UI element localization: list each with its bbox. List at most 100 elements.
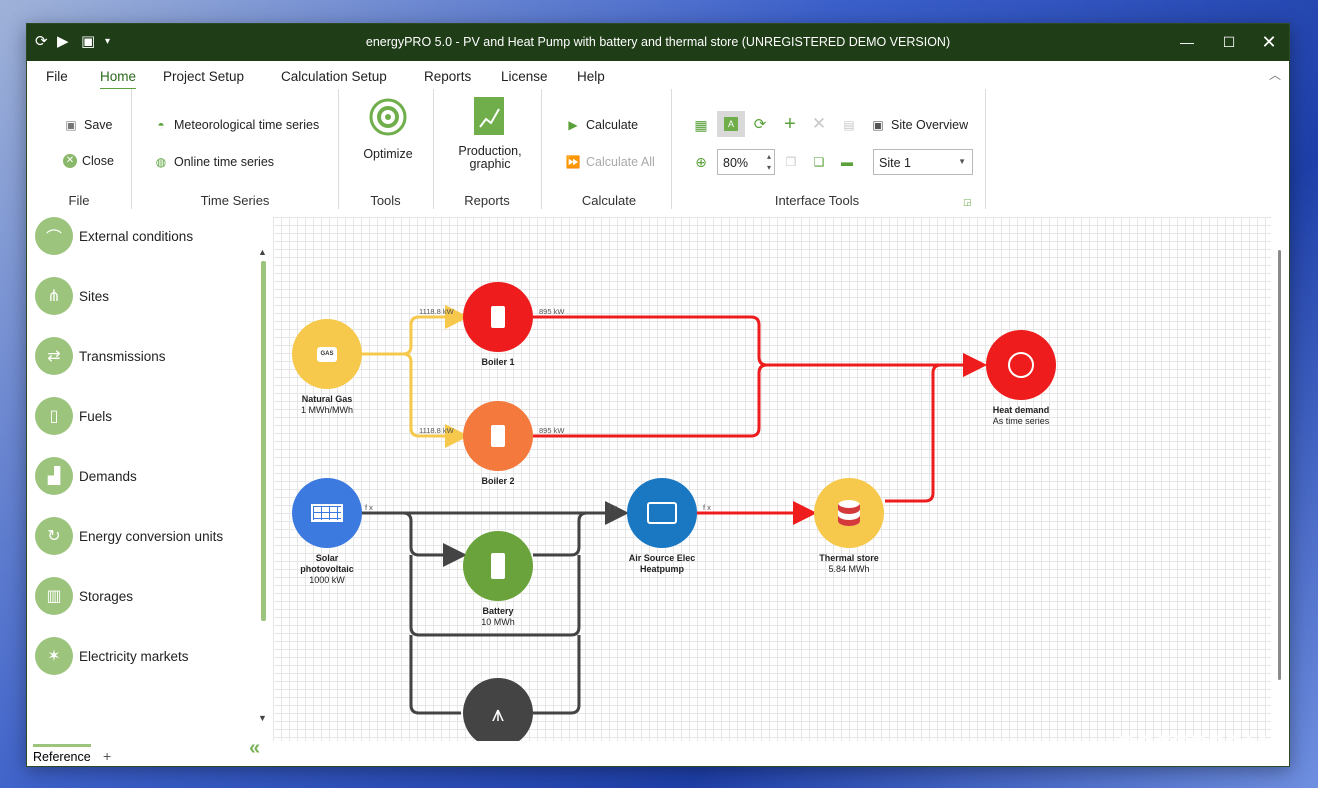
diagram-canvas[interactable]: 1118.8 kW 1118.8 kW 895 kW 895 kW f x f … <box>273 217 1271 741</box>
ribbon-separator <box>131 89 132 209</box>
node-electricity-grid[interactable]: ⩚ <box>448 678 548 741</box>
close-window-button[interactable]: ✕ <box>1261 32 1277 52</box>
flow-boiler1-demand <box>533 315 987 377</box>
ribbon-separator <box>338 89 339 209</box>
sidebar-item-energy-conversion-units[interactable]: ↻ Energy conversion units <box>35 517 223 555</box>
reports-group-label: Reports <box>464 193 510 208</box>
sidebar-item-sites[interactable]: ⋔ Sites <box>35 277 109 315</box>
sidebar-item-external-conditions[interactable]: ⌒ External conditions <box>35 217 193 255</box>
maximize-button[interactable]: ☐ <box>1222 34 1236 50</box>
label-icon: A <box>724 117 738 131</box>
thermal-store-icon <box>814 478 884 548</box>
solar-panel-icon <box>292 478 362 548</box>
optimize-button[interactable]: Optimize <box>351 95 425 161</box>
lightbulb-icon: ✶ <box>35 637 73 675</box>
calculate-button[interactable]: ▶ Calculate <box>565 117 638 133</box>
flow-from-grid <box>533 635 581 715</box>
interface-tools-group-label: Interface Tools <box>774 193 860 208</box>
conversion-icon: ↻ <box>35 517 73 555</box>
node-air-source-heatpump[interactable]: Air Source Elec Heatpump <box>612 478 712 575</box>
flow-loop-middle <box>409 555 581 637</box>
boiler-icon <box>463 401 533 471</box>
calculate-group-label: Calculate <box>581 193 637 208</box>
site-select[interactable]: Site 1 ▼ <box>873 149 973 175</box>
menu-project-setup[interactable]: Project Setup <box>163 69 245 84</box>
site-overview-button[interactable]: ▣ Site Overview <box>870 117 968 133</box>
play-icon[interactable]: ▶ <box>57 33 69 50</box>
fx-label: f x <box>609 503 617 512</box>
refresh-icon[interactable]: ⟳ <box>753 116 767 133</box>
online-time-series-button[interactable]: ◍ Online time series <box>153 154 274 170</box>
battery-icon <box>463 531 533 601</box>
tab-reference[interactable]: Reference <box>33 744 91 764</box>
bell-curve-icon: ⌒ <box>35 217 73 255</box>
ribbon: ▣ Save ✕ Close File ◓ Meteorological tim… <box>27 89 1289 211</box>
save-button[interactable]: ▣ Save <box>63 117 112 133</box>
close-button[interactable]: ✕ Close <box>63 154 114 168</box>
calculate-all-button[interactable]: ⏩ Calculate All <box>565 155 655 169</box>
arrows-icon: ⇄ <box>35 337 73 375</box>
ribbon-separator <box>985 89 986 209</box>
boiler-icon <box>463 282 533 352</box>
collapse-sidebar-icon[interactable]: « <box>249 737 261 759</box>
menu-home[interactable]: Home <box>100 69 137 90</box>
heatpump-icon <box>627 478 697 548</box>
flow-to-grid <box>409 635 461 715</box>
watermark: SOFTPEDIA <box>1118 731 1274 758</box>
node-thermal-store[interactable]: Thermal store 5.84 MWh <box>799 478 899 575</box>
gas-valve-icon: GAS <box>292 319 362 389</box>
storage-icon: ▥ <box>35 577 73 615</box>
play-icon: ▶ <box>568 118 578 132</box>
scroll-up-icon[interactable]: ▲ <box>258 247 267 257</box>
node-boiler-2[interactable]: Boiler 2 <box>448 401 548 487</box>
refresh-icon[interactable]: ⟳ <box>35 33 48 50</box>
label-toggle-button[interactable]: A <box>717 111 745 137</box>
sidebar-item-storages[interactable]: ▥ Storages <box>35 577 133 615</box>
quick-access-dropdown-icon[interactable]: ▾ <box>105 36 111 47</box>
zoom-spinner-icon[interactable]: ▴▾ <box>766 152 771 172</box>
node-solar-photovoltaic[interactable]: Solar photovoltaic 1000 kW <box>277 478 377 586</box>
save-disk-icon[interactable]: ▣ <box>81 33 96 50</box>
flow-label: 895 kW <box>539 426 565 435</box>
flow-thermal-demand <box>885 353 987 503</box>
ribbon-separator <box>671 89 672 209</box>
sidebar-scrollbar[interactable] <box>261 261 266 621</box>
copy-icon[interactable]: ❐ <box>785 155 797 169</box>
node-battery[interactable]: Battery 10 MWh <box>448 531 548 628</box>
collapse-ribbon-icon[interactable]: ︿ <box>1268 68 1281 82</box>
node-boiler-1[interactable]: Boiler 1 <box>448 282 548 368</box>
export-icon[interactable]: ❏ <box>813 155 825 169</box>
sidebar-item-demands[interactable]: ▟ Demands <box>35 457 137 495</box>
sidebar-item-transmissions[interactable]: ⇄ Transmissions <box>35 337 166 375</box>
scroll-down-icon[interactable]: ▼ <box>258 713 267 723</box>
canvas-scrollbar[interactable] <box>1278 250 1281 680</box>
flow-label: 1118.8 kW <box>419 426 454 435</box>
sidebar-item-electricity-markets[interactable]: ✶ Electricity markets <box>35 637 189 675</box>
folder-icon[interactable]: ▬ <box>841 155 853 169</box>
flow-battery-heatpump <box>533 511 588 557</box>
calendar-icon[interactable]: ▤ <box>843 118 855 132</box>
grid-icon[interactable]: ▦ <box>694 117 708 133</box>
flow-label: 895 kW <box>539 307 565 316</box>
menu-reports[interactable]: Reports <box>424 69 472 84</box>
chart-document-icon <box>474 97 504 135</box>
add-icon[interactable]: + <box>784 113 796 135</box>
flow-solar-battery <box>402 511 467 567</box>
save-icon: ▣ <box>65 118 77 132</box>
node-natural-gas[interactable]: GAS Natural Gas 1 MWh/MWh <box>277 319 377 416</box>
gear-icon <box>369 98 407 136</box>
meteorological-time-series-button[interactable]: ◓ Meteorological time series <box>153 117 319 133</box>
node-heat-demand[interactable]: Heat demand As time series <box>971 330 1071 427</box>
menu-license[interactable]: License <box>501 69 548 84</box>
bar-chart-icon: ▟ <box>35 457 73 495</box>
delete-icon[interactable]: ✕ <box>811 114 827 133</box>
zoom-field[interactable]: 80% ▴▾ <box>717 149 775 175</box>
menu-help[interactable]: Help <box>577 69 605 84</box>
dialog-launcher-icon[interactable]: ◲ <box>963 197 972 207</box>
production-graphic-button[interactable]: Production, graphic <box>445 95 535 171</box>
add-tab-icon[interactable]: + <box>103 748 112 764</box>
sidebar-item-fuels[interactable]: ▯ Fuels <box>35 397 112 435</box>
menu-calculation-setup[interactable]: Calculation Setup <box>281 69 387 84</box>
minimize-button[interactable]: — <box>1180 34 1194 50</box>
menu-file[interactable]: File <box>46 69 68 84</box>
